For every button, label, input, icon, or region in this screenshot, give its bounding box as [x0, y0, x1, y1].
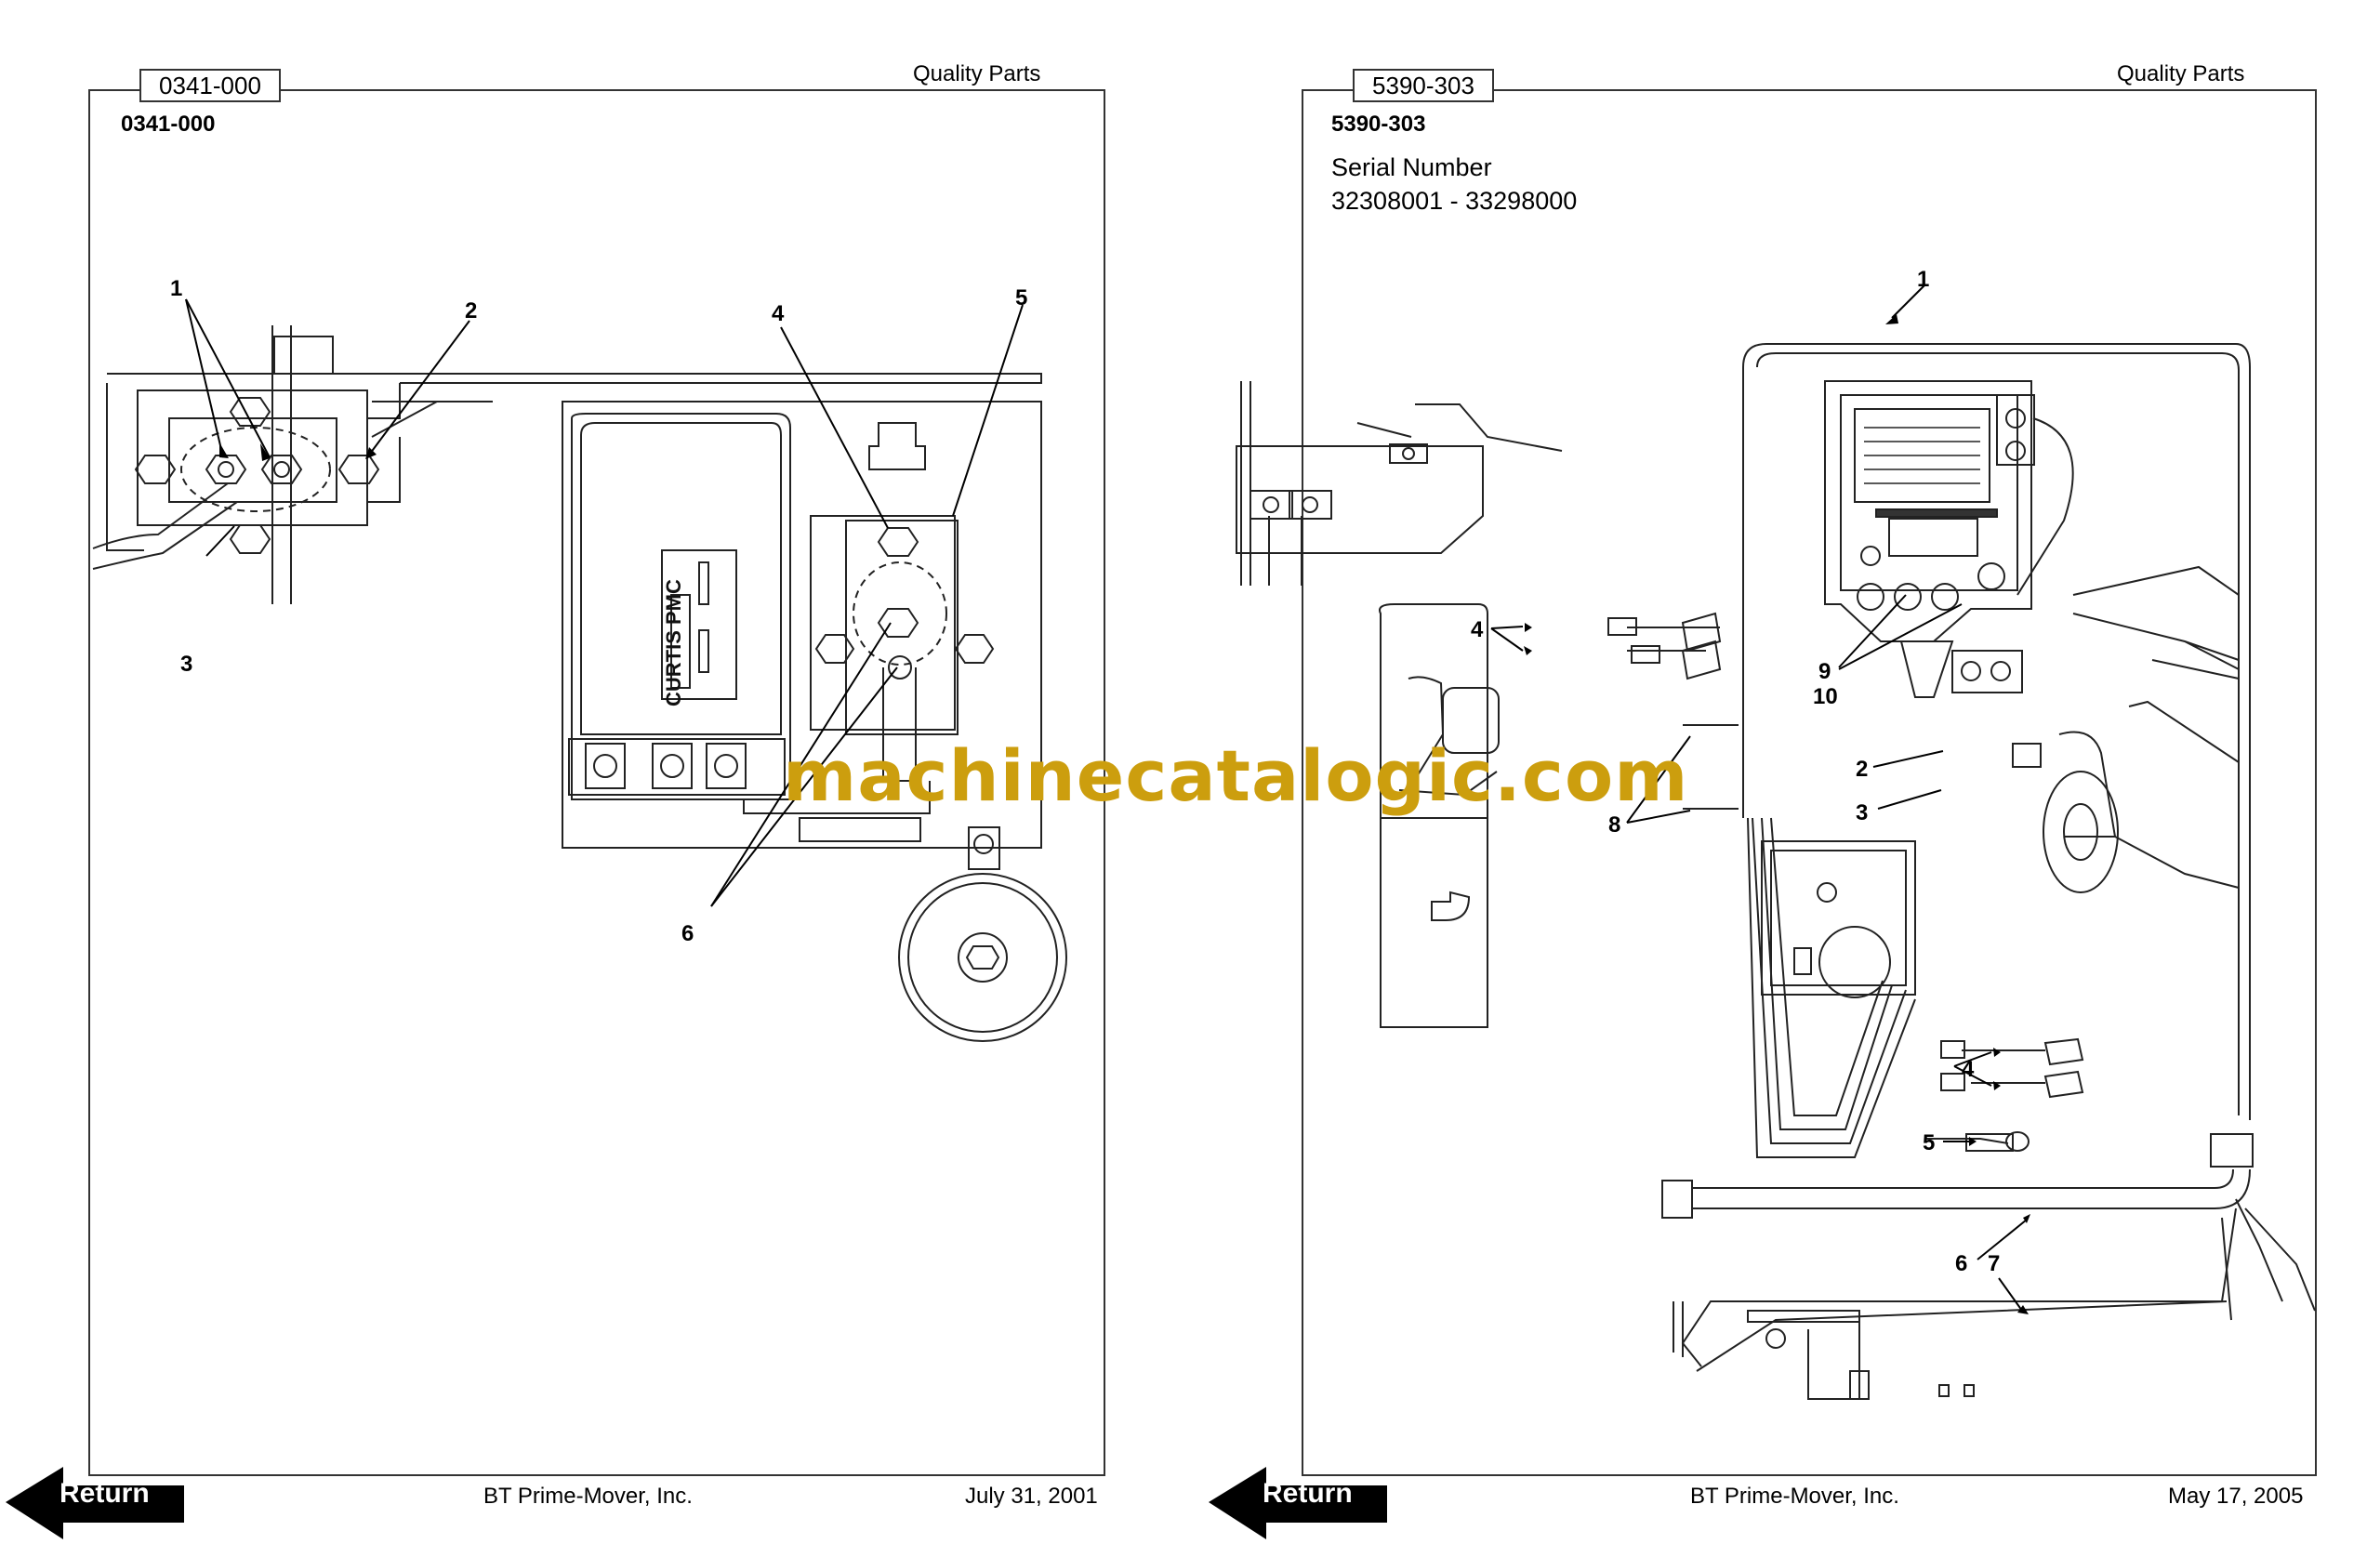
callout-3: 3 — [1856, 800, 1868, 825]
callout-3: 3 — [180, 652, 192, 677]
right-catalog-page: 5390-303 Quality Parts 5390-303 Serial N… — [1199, 0, 2380, 1542]
callout-6: 6 — [1955, 1251, 1967, 1276]
callout-2: 2 — [1856, 757, 1868, 782]
controller-brand-text: CURTIS PMC — [662, 579, 685, 706]
callout-4: 4 — [772, 301, 785, 326]
return-arrow-icon — [6, 1467, 184, 1539]
serial-number-block: Serial Number 32308001 - 33298000 — [1331, 151, 1577, 218]
right-code-box: 5390-303 — [1353, 69, 1494, 102]
callout-6: 6 — [681, 921, 694, 946]
right-return-label: Return — [1263, 1478, 1353, 1509]
serial-number-range: 32308001 - 33298000 — [1331, 187, 1578, 215]
callout-1: 1 — [170, 276, 182, 301]
right-page-frame — [1302, 89, 2317, 1476]
right-code-label: 5390-303 — [1331, 112, 1426, 137]
callout-5: 5 — [1923, 1130, 1935, 1155]
callout-8: 8 — [1608, 812, 1620, 838]
callout-4b: 4 — [1962, 1057, 1975, 1082]
left-catalog-page: 0341-000 Quality Parts 0341-000 — [0, 0, 1190, 1542]
right-return-button[interactable]: Return — [1209, 1467, 1387, 1539]
callout-2: 2 — [465, 298, 477, 323]
right-footer-date: May 17, 2005 — [2168, 1484, 2304, 1509]
right-header-quality-parts: Quality Parts — [2117, 61, 2245, 86]
right-footer-company: BT Prime-Mover, Inc. — [1690, 1484, 1899, 1509]
callout-4a: 4 — [1471, 617, 1484, 642]
right-wiring-diagram: 1 4 9 10 2 3 8 4 5 6 7 — [1236, 267, 2316, 1400]
left-page-frame — [88, 89, 1105, 1476]
left-parts-diagram: CURTIS PMC 1 2 3 4 5 6 — [92, 276, 1067, 1042]
left-code-label: 0341-000 — [121, 112, 216, 137]
left-footer-date: July 31, 2001 — [965, 1484, 1098, 1509]
callout-5: 5 — [1015, 285, 1027, 310]
left-code-box: 0341-000 — [139, 69, 281, 102]
return-arrow-icon — [1209, 1467, 1387, 1539]
serial-number-title: Serial Number — [1331, 153, 1492, 181]
left-return-label: Return — [60, 1478, 150, 1509]
left-header-quality-parts: Quality Parts — [913, 61, 1041, 86]
callout-10: 10 — [1813, 684, 1838, 709]
callout-1: 1 — [1917, 267, 1929, 292]
left-return-button[interactable]: Return — [6, 1467, 184, 1539]
left-footer-company: BT Prime-Mover, Inc. — [483, 1484, 693, 1509]
callout-9: 9 — [1818, 659, 1831, 684]
callout-7: 7 — [1988, 1251, 2000, 1276]
